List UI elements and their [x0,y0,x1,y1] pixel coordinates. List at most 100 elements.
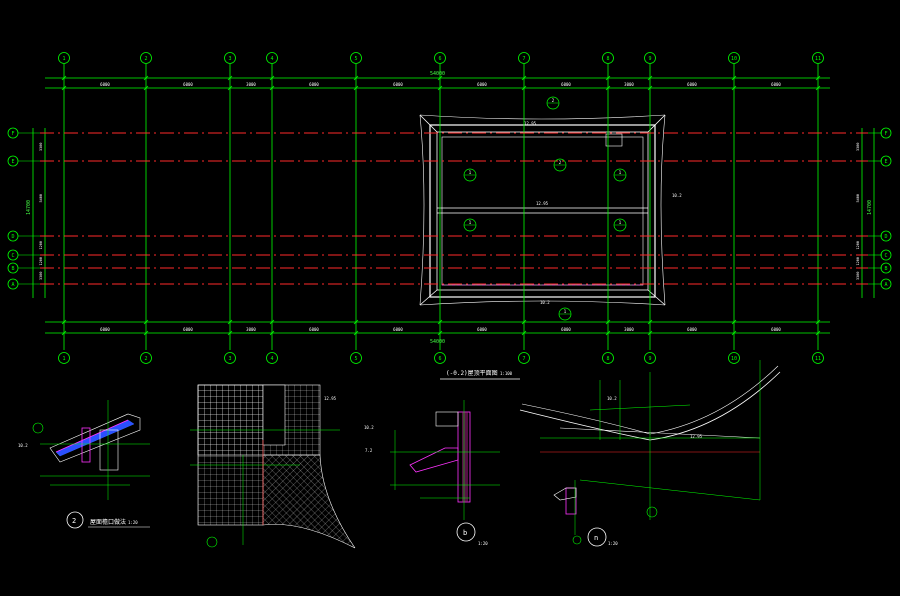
axis-bubble-bottom [266,352,278,364]
axis-label-top: 1 [62,56,65,62]
axis-bubble-top [644,52,656,64]
dim-tick [437,319,443,325]
detail-elevation-label: 12.95 [324,396,337,401]
axis-label-left: F [11,131,14,137]
dim-tick [61,75,67,81]
dim-tick [143,319,149,325]
axis-bubble-top [350,52,362,64]
total-dim-top: 54000 [430,71,445,77]
axis-bubble-right [880,262,892,274]
dim-tick [227,75,233,81]
span-dim-bottom: 6000 [100,327,110,332]
dim-tick [731,330,737,336]
detail-elevation-label: 7.2 [365,448,373,453]
axis-bubble-bottom [728,352,740,364]
dim-tick [647,75,653,81]
span-dim-bottom: 6000 [687,327,697,332]
axis-label-bottom: 4 [270,356,273,362]
dim-tick [647,330,653,336]
span-dim-top: 6000 [183,82,193,87]
axis-label-bottom: 6 [438,356,441,362]
plan-title-scale: 1:100 [500,371,513,376]
span-dim-right: 1200 [856,257,860,265]
span-dim-top: 3000 [246,82,256,87]
axis-bubble-top [266,52,278,64]
axis-bubble-top [434,52,446,64]
dim-tick [437,330,443,336]
right-total-dim: 14700 [867,200,873,215]
dim-tick [605,85,611,91]
callout-label: 1 [564,309,567,314]
span-dim-top: 6000 [100,82,110,87]
axis-bubble-bottom [644,352,656,364]
dim-tick [269,319,275,325]
axis-label-right: E [884,159,887,165]
detail-b-scale: 1:20 [478,541,488,546]
axis-bubble-right [880,230,892,242]
span-dim-bottom: 6000 [477,327,487,332]
callout-label: 1 [469,220,472,225]
dim-tick [521,75,527,81]
callout-label: 1 [619,170,622,175]
span-dim-bottom: 6000 [771,327,781,332]
dim-tick [437,75,443,81]
dim-tick [227,85,233,91]
axis-bubble-right [880,127,892,139]
dim-tick [521,319,527,325]
dim-tick [269,75,275,81]
detail-elevation-label: 10.2 [18,443,28,448]
roof-outline [429,124,656,298]
axis-bubble-right [880,249,892,261]
axis-bubble-bottom [58,352,70,364]
detail-2-scale: 1:20 [128,520,138,525]
axis-label-top: 6 [438,56,441,62]
dim-tick [815,330,821,336]
dim-tick [143,75,149,81]
detail-b-section [390,400,500,542]
dim-tick [269,85,275,91]
dim-tick [353,75,359,81]
axis-bubble-right [880,278,892,290]
roof-plan [32,77,875,334]
plan-annotations: (-0.2)屋顶平面图 1:100 54000 54000 14700 1470… [26,71,873,546]
callout-label: 2 [559,160,562,165]
axis-label-bottom: 1 [62,356,65,362]
dim-tick [605,75,611,81]
axis-grid: 1122334455667788991010111160006000600060… [7,52,892,453]
axis-bubble-bottom [518,352,530,364]
dim-tick [521,330,527,336]
left-total-dim: 14700 [26,200,32,215]
callout-label: 1 [469,170,472,175]
axis-label-top: 2 [144,56,147,62]
axis-label-left: A [11,282,14,288]
dim-tick [143,330,149,336]
span-dim-bottom: 6000 [393,327,403,332]
dim-tick [61,330,67,336]
axis-label-right: D [884,234,887,240]
dim-tick [353,319,359,325]
axis-bubble-top [602,52,614,64]
elevation-label: 12.95 [524,121,537,126]
dim-tick [647,319,653,325]
detail-elevation-label: 12.95 [690,434,703,439]
axis-label-bottom: 10 [731,356,737,362]
span-dim-left: 5400 [39,194,43,202]
axis-bubble-left [7,249,19,261]
total-dim-bottom: 54000 [430,339,445,345]
axis-label-right: B [884,266,887,272]
axis-bubble-left [7,230,19,242]
span-dim-bottom: 6000 [309,327,319,332]
axis-bubble-bottom [350,352,362,364]
axis-bubble-top [518,52,530,64]
dim-tick [731,85,737,91]
span-dim-bottom: 6000 [183,327,193,332]
detail-curved-eave [519,360,781,547]
span-dim-left: 1200 [39,257,43,265]
axis-bubble-bottom [140,352,152,364]
detail-2-number: 2 [72,517,76,525]
axis-label-top: 9 [648,56,651,62]
axis-label-bottom: 9 [648,356,651,362]
callout-label: 2 [552,98,555,103]
dim-tick [731,319,737,325]
